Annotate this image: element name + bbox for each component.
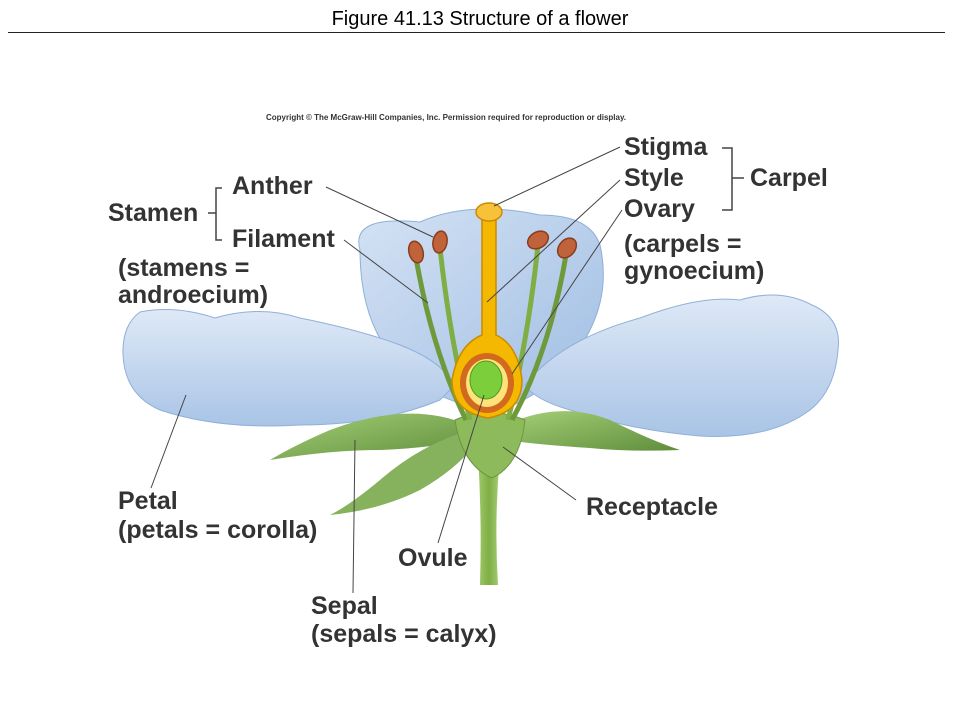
sepal-left-outer [270, 413, 468, 460]
label-petal: Petal [118, 487, 178, 515]
leader-ovule [437, 394, 485, 544]
receptacle-cup [454, 412, 526, 479]
leader-style [486, 179, 621, 303]
label-anther: Anther [232, 172, 313, 200]
leader-sepal [352, 439, 356, 594]
label-carpels-note-2: gynoecium) [624, 257, 765, 285]
label-petals-note: (petals = corolla) [118, 516, 318, 544]
leader-anther [325, 186, 434, 238]
ovule [469, 360, 503, 400]
label-ovule: Ovule [398, 544, 468, 572]
anther [526, 230, 550, 250]
anther [556, 237, 578, 259]
label-carpels-note-1: (carpels = [624, 230, 742, 258]
leader-stigma [493, 146, 621, 207]
label-sepal: Sepal [311, 592, 378, 620]
sepal-left-lower [330, 430, 475, 515]
label-stamens-note-2: androecium) [118, 281, 269, 309]
leader-filament [343, 239, 429, 304]
label-stigma: Stigma [624, 133, 708, 161]
right-petal [524, 294, 839, 437]
label-filament: Filament [232, 225, 335, 253]
sepal-right [505, 411, 680, 451]
anther [407, 240, 425, 264]
label-stamens-note-1: (stamens = [118, 254, 250, 282]
leader-receptacle [502, 446, 577, 501]
stigma [475, 202, 503, 222]
label-sepals-note: (sepals = calyx) [311, 620, 497, 648]
label-style: Style [624, 164, 684, 192]
slide-title: Figure 41.13 Structure of a flower [331, 8, 629, 30]
leader-ovary [511, 209, 623, 375]
label-ovary: Ovary [624, 195, 695, 223]
stem [478, 455, 500, 585]
label-carpel: Carpel [750, 164, 828, 192]
copyright-notice: Copyright © The McGraw-Hill Companies, I… [266, 113, 627, 122]
title-divider [8, 32, 945, 33]
stamen-bracket [208, 187, 222, 241]
label-receptacle: Receptacle [586, 493, 719, 521]
left-petal [122, 309, 456, 427]
carpel-bracket [722, 147, 744, 211]
leader-petal [150, 394, 187, 489]
label-stamen: Stamen [108, 199, 199, 227]
filament [509, 254, 569, 422]
anther [432, 230, 448, 254]
